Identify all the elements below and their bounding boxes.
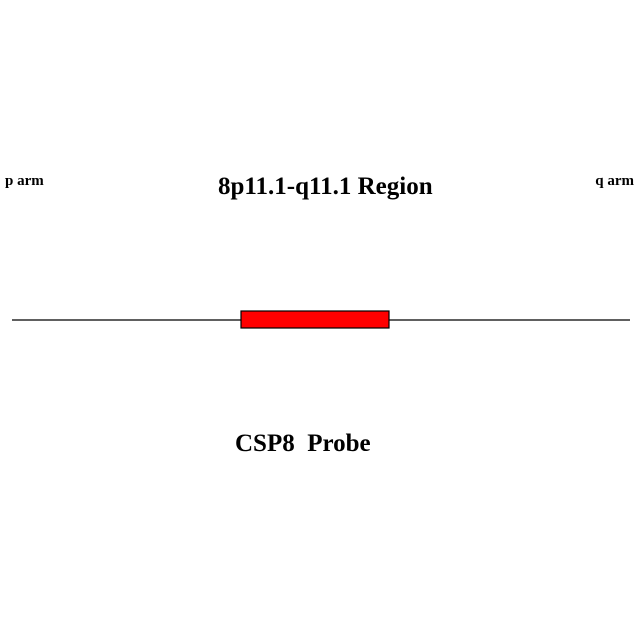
p-arm-label: p arm <box>5 173 44 189</box>
region-title: 8p11.1-q11.1 Region <box>218 173 433 200</box>
probe-region-box <box>240 310 390 329</box>
q-arm-label: q arm <box>595 173 634 189</box>
probe-label: CSP8 Probe <box>235 430 371 457</box>
